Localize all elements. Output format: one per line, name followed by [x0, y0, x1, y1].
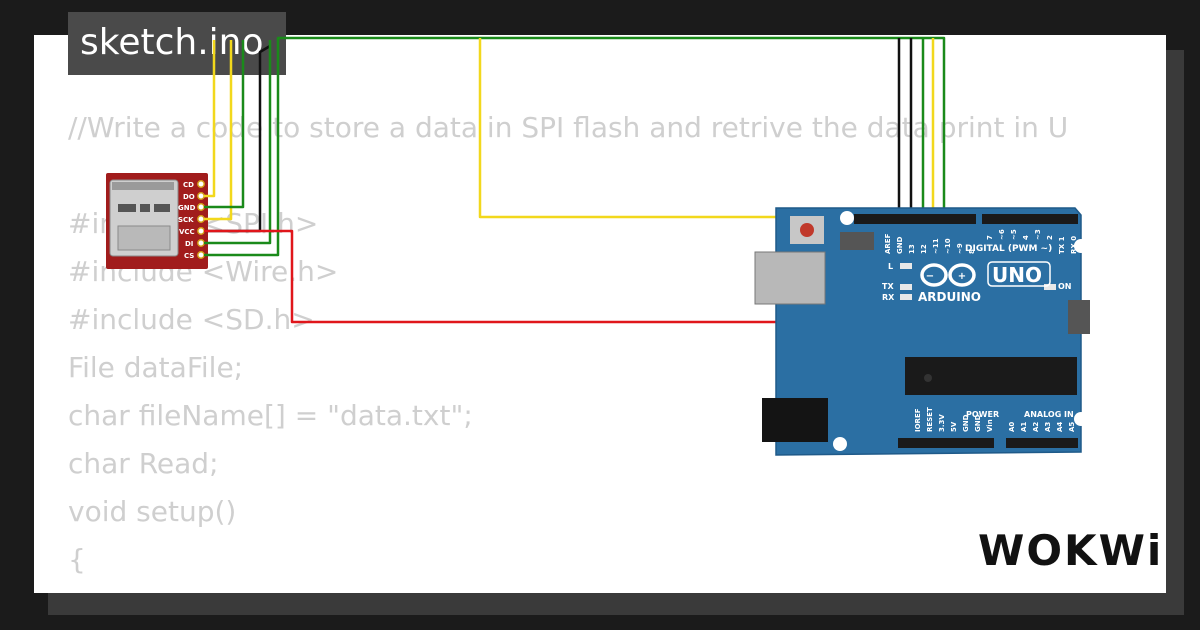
svg-text:5V: 5V — [950, 421, 958, 432]
wire-green-gnd — [204, 40, 245, 209]
code-line: Serial.begin(9600); — [68, 584, 1068, 593]
svg-text:A5: A5 — [1068, 422, 1076, 432]
svg-text:GND: GND — [962, 414, 970, 432]
svg-text:−: − — [926, 271, 934, 282]
code-line: { — [68, 543, 86, 576]
code-line: char fileName[] = "data.txt"; — [68, 399, 473, 432]
code-line: char Read; — [68, 447, 219, 480]
svg-text:A0: A0 — [1008, 422, 1016, 432]
svg-text:TX 1: TX 1 — [1058, 236, 1066, 254]
svg-text:4: 4 — [1022, 235, 1030, 240]
svg-text:~3: ~3 — [1034, 229, 1042, 240]
wire-yellow-cd — [478, 38, 845, 219]
svg-text:RX 0: RX 0 — [1070, 236, 1078, 254]
code-line: #include <SD.h> — [68, 303, 315, 336]
svg-text:+: + — [958, 271, 966, 282]
svg-text:A3: A3 — [1044, 422, 1052, 432]
led-label: RX — [882, 293, 895, 302]
sd-pin-label: DI — [185, 240, 193, 248]
svg-text:RESET: RESET — [926, 407, 934, 432]
svg-text:Vin: Vin — [986, 419, 994, 432]
arduino-uno-board[interactable]: L TX RX ON − + UNO ARDUINO DIGITAL (PWM … — [754, 207, 1090, 456]
arduino-logo-icon — [920, 263, 976, 287]
sd-pin-label: DO — [183, 193, 195, 201]
led-label: TX — [882, 282, 894, 291]
led-label: L — [888, 262, 893, 271]
led-label: ON — [1058, 282, 1072, 291]
svg-text:~6: ~6 — [998, 229, 1006, 240]
wire-green-di — [204, 40, 272, 245]
svg-text:8: 8 — [968, 249, 976, 254]
wokwi-logo: WOKWi — [978, 526, 1164, 575]
sd-pin-label: CD — [183, 181, 194, 189]
analog-label: ANALOG IN — [1024, 410, 1074, 419]
wire-yellow-sck — [204, 40, 233, 221]
code-line: void setup() — [68, 495, 237, 528]
svg-text:~9: ~9 — [956, 243, 964, 254]
svg-text:~11: ~11 — [932, 238, 940, 254]
uno-label: UNO — [992, 263, 1042, 287]
sd-pin-label: CS — [184, 252, 194, 260]
svg-text:3.3V: 3.3V — [938, 414, 946, 432]
wire-green-cs — [204, 36, 946, 257]
svg-text:A4: A4 — [1056, 422, 1064, 432]
svg-text:12: 12 — [920, 244, 928, 254]
digital-label: DIGITAL (PWM ~) — [965, 244, 1052, 254]
wire-yellow-do — [204, 40, 216, 198]
sd-pin-label: GND — [178, 204, 196, 212]
code-line: //Write a code to store a data in SPI fl… — [68, 111, 1069, 144]
file-tab[interactable]: sketch.ino — [68, 12, 286, 75]
sd-pin-labels: CD DO GND SCK VCC DI CS — [178, 181, 196, 260]
power-label: POWER — [966, 410, 999, 419]
svg-text:2: 2 — [1046, 235, 1054, 240]
sd-pin-label: SCK — [178, 216, 194, 224]
svg-text:7: 7 — [986, 235, 994, 240]
svg-text:A2: A2 — [1032, 422, 1040, 432]
sd-card-module[interactable]: CD DO GND SCK VCC DI CS — [106, 173, 208, 269]
svg-text:GND: GND — [896, 236, 904, 254]
svg-text:A1: A1 — [1020, 422, 1028, 432]
arduino-label: ARDUINO — [918, 290, 981, 304]
svg-text:IOREF: IOREF — [914, 408, 922, 432]
code-line: File dataFile; — [68, 351, 244, 384]
svg-text:GND: GND — [974, 414, 982, 432]
reset-button[interactable] — [800, 223, 814, 237]
bottom-pin-labels: IOREF RESET 3.3V 5V GND GND Vin A0 A1 A2… — [914, 407, 1076, 432]
svg-text:~10: ~10 — [944, 238, 952, 254]
svg-text:~5: ~5 — [1010, 229, 1018, 240]
svg-text:AREF: AREF — [884, 233, 892, 254]
top-pin-labels: AREF GND 13 12 ~11 ~10 ~9 8 7 ~6 ~5 4 ~3… — [884, 229, 1078, 254]
svg-text:13: 13 — [908, 244, 916, 254]
sd-pin-label: VCC — [179, 228, 195, 236]
